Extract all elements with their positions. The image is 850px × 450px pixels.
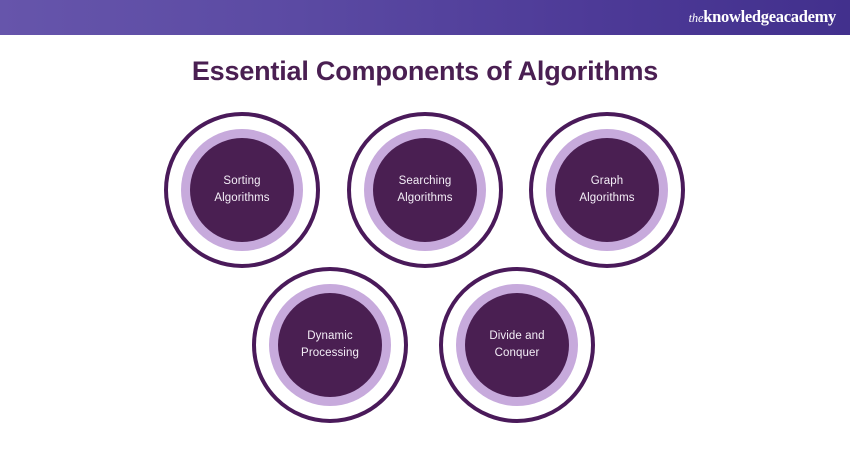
node-inner-ring: Sorting Algorithms xyxy=(181,129,303,251)
node-inner-ring: Searching Algorithms xyxy=(364,129,486,251)
node-label: Dynamic Processing xyxy=(301,330,359,359)
node-sorting-algorithms: Sorting Algorithms xyxy=(164,112,320,268)
node-graph-algorithms: Graph Algorithms xyxy=(529,112,685,268)
node-searching-algorithms: Searching Algorithms xyxy=(347,112,503,268)
page-title: Essential Components of Algorithms xyxy=(191,56,659,86)
brand-header: theknowledgeacademy xyxy=(0,0,850,35)
node-inner-ring: Graph Algorithms xyxy=(546,129,668,251)
node-core: Dynamic Processing xyxy=(278,293,382,397)
node-core: Searching Algorithms xyxy=(373,138,477,242)
knowledge-academy-logo: theknowledgeacademy xyxy=(688,7,850,26)
node-inner-ring: Dynamic Processing xyxy=(269,284,391,406)
logo-prefix-text: the xyxy=(688,11,704,25)
node-label: Searching Algorithms xyxy=(397,175,453,204)
node-inner-ring: Divide and Conquer xyxy=(456,284,578,406)
node-divide-and-conquer: Divide and Conquer xyxy=(439,267,595,423)
node-core: Sorting Algorithms xyxy=(190,138,294,242)
node-core: Divide and Conquer xyxy=(465,293,569,397)
node-label: Graph Algorithms xyxy=(579,175,635,204)
node-dynamic-processing: Dynamic Processing xyxy=(252,267,408,423)
logo-name-text: knowledgeacademy xyxy=(703,7,836,26)
node-label: Sorting Algorithms xyxy=(214,175,270,204)
node-label: Divide and Conquer xyxy=(489,330,545,359)
node-core: Graph Algorithms xyxy=(555,138,659,242)
